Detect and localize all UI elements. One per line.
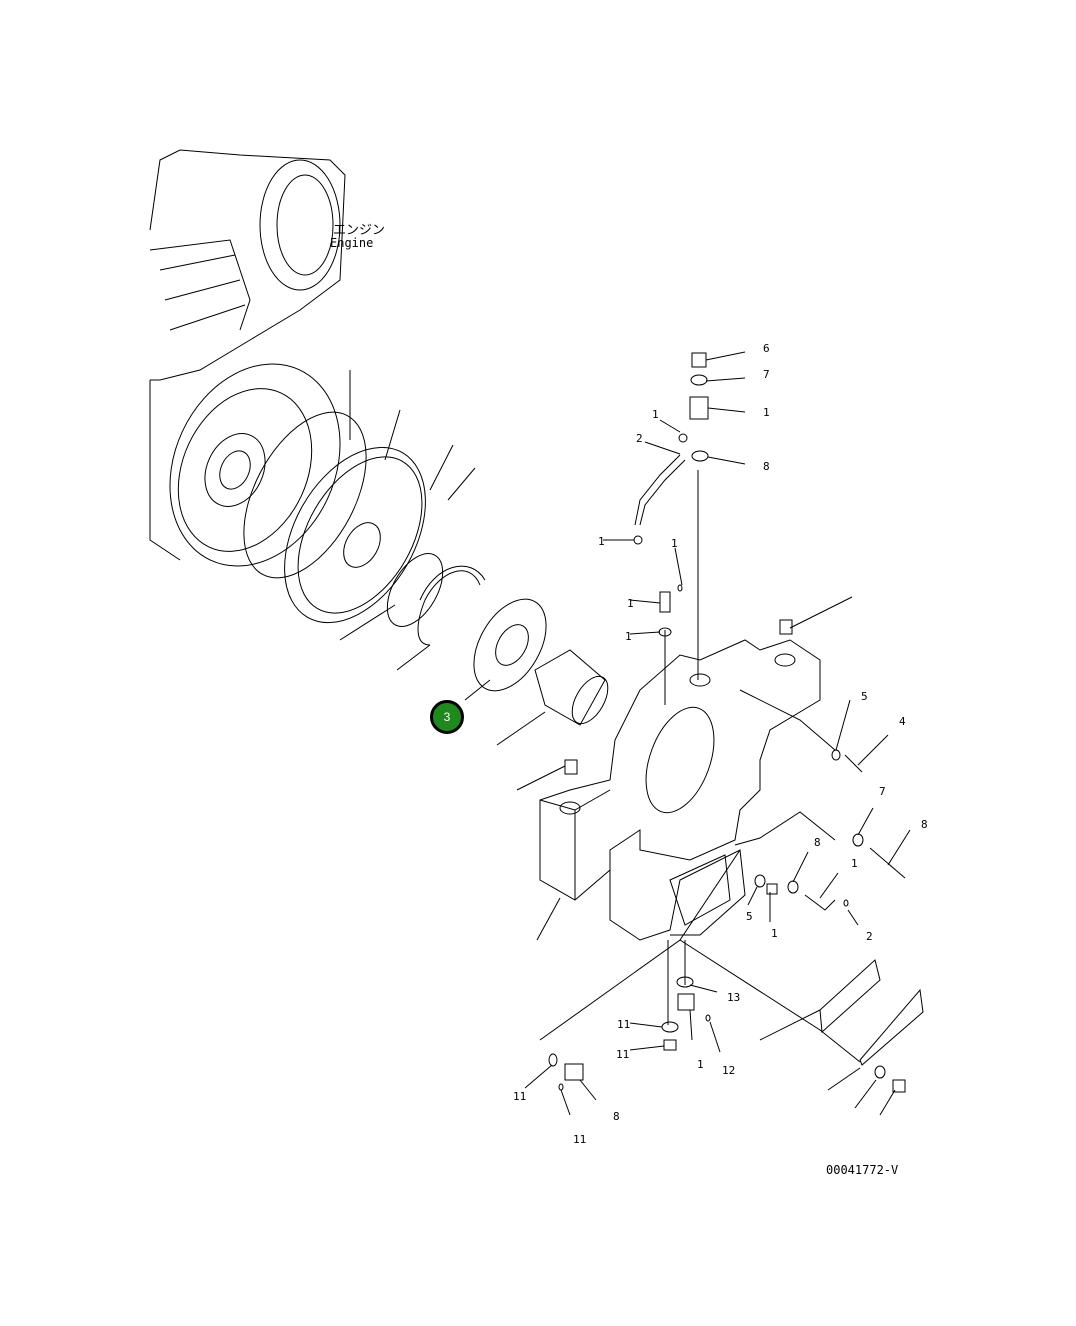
part-number-label[interactable]: 1	[771, 927, 778, 940]
part-number-label[interactable]: 1	[671, 537, 678, 550]
part-number-label[interactable]: 8	[613, 1110, 620, 1123]
cover-plates	[819, 959, 924, 1093]
part-number-label[interactable]: 8	[921, 818, 928, 831]
part-number-label[interactable]: 5	[746, 910, 753, 923]
top-fittings	[633, 352, 709, 637]
part-number-label[interactable]: 5	[861, 690, 868, 703]
hose	[634, 454, 686, 526]
callout-part-3[interactable]: 3	[430, 700, 464, 734]
leader-lines	[339, 351, 911, 1116]
snap-ring-2	[417, 570, 481, 646]
engine-drawing	[149, 149, 346, 567]
part-number-label[interactable]: 1	[851, 857, 858, 870]
pins	[564, 619, 793, 775]
part-number-label[interactable]: 7	[879, 785, 886, 798]
part-number-label[interactable]: 13	[727, 991, 741, 1004]
callout-number: 3	[443, 710, 451, 724]
transmission-housing	[539, 639, 821, 941]
part-number-label[interactable]: 1	[697, 1058, 704, 1071]
part-number-label[interactable]: 8	[814, 836, 821, 849]
bushing	[534, 649, 609, 726]
part-number-label[interactable]: 2	[866, 930, 873, 943]
part-number-label[interactable]: 11	[513, 1090, 527, 1103]
part-number-label[interactable]: 1	[627, 597, 634, 610]
part-number-label[interactable]: 2	[636, 432, 643, 445]
part-number-label[interactable]: 11	[617, 1018, 631, 1031]
snap-ring-1	[386, 553, 444, 627]
part-number-label[interactable]: 11	[573, 1133, 587, 1146]
seal-ring	[473, 598, 547, 692]
part-number-label[interactable]: 12	[722, 1064, 736, 1077]
drawing-code: 00041772-V	[826, 1163, 899, 1177]
part-number-label[interactable]: 1	[625, 630, 632, 643]
part-number-label[interactable]: 1	[763, 406, 770, 419]
side-bolts	[754, 749, 906, 911]
part-number-label[interactable]: 8	[763, 460, 770, 473]
engine-label-japanese: エンジン	[333, 223, 386, 238]
part-number-label[interactable]: 11	[616, 1048, 630, 1061]
part-number-label[interactable]: 7	[763, 368, 770, 381]
bottom-fittings	[548, 976, 711, 1091]
part-number-label[interactable]: 1	[598, 535, 605, 548]
part-number-label[interactable]: 1	[652, 408, 659, 421]
part-number-label[interactable]: 4	[899, 715, 906, 728]
part-number-label[interactable]: 6	[763, 342, 770, 355]
engine-label-english: Engine	[330, 236, 374, 250]
o-ring	[243, 411, 367, 579]
